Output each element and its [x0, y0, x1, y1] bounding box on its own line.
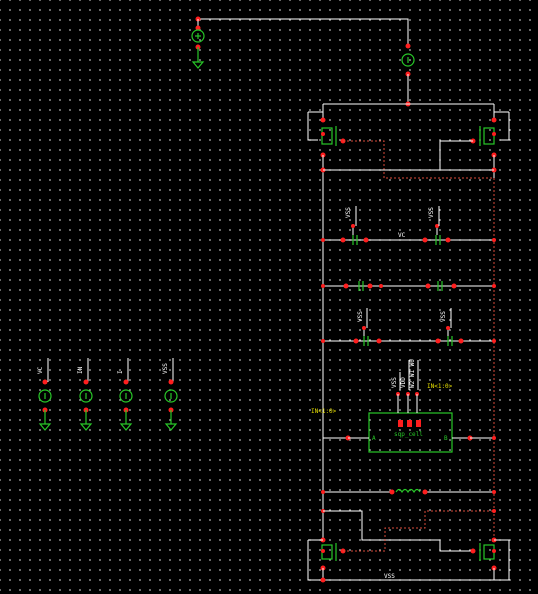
- vss-label: VSS: [357, 311, 364, 322]
- supply-source-i[interactable]: I: [117, 358, 133, 431]
- supply-source-vc[interactable]: VC: [37, 358, 52, 431]
- ground-icon: [191, 61, 205, 69]
- cap-row-3[interactable]: VSS VSS: [321, 308, 496, 346]
- supply-vss-label: VSS: [162, 363, 169, 374]
- vss-bottom-label: VSS: [384, 573, 395, 580]
- pmos-left[interactable]: [307, 111, 494, 179]
- power-rail: [322, 103, 495, 540]
- cell-vdd-label: VDD: [400, 377, 407, 388]
- pmos-icon: [321, 127, 333, 145]
- vc-net-label: VC: [398, 232, 406, 239]
- nmos-left[interactable]: VSS: [307, 509, 494, 583]
- voltage-source-icon: [164, 389, 178, 403]
- supply-i-label: I: [117, 370, 124, 374]
- vss-label: VSS: [345, 207, 352, 218]
- current-source-icon: [401, 53, 415, 67]
- supply-source-vss[interactable]: VSS: [162, 358, 178, 431]
- pin-a-left-label: IN<1:0>: [311, 408, 337, 415]
- voltage-source-icon: [38, 389, 52, 403]
- sqp-cell-instance[interactable]: A B sqp_cell VSS VDD W2 W1 W0 IN<1:0> IN…: [311, 359, 496, 453]
- inductor-icon: [395, 488, 421, 494]
- voltage-source-icon: [79, 389, 93, 403]
- cell-name: sqp_cell: [394, 431, 423, 438]
- cell-pin-a: A: [372, 435, 376, 442]
- supply-in-label: IN: [77, 366, 84, 374]
- supply-wire-top: [198, 18, 409, 46]
- nmos-right[interactable]: [343, 509, 510, 581]
- supply-source-in[interactable]: IN: [77, 358, 93, 431]
- cell-pin-b: B: [444, 435, 448, 442]
- top-voltage-source[interactable]: [191, 16, 409, 69]
- voltage-source-icon: [191, 29, 205, 43]
- ground-icon: [38, 423, 52, 431]
- vss-label: VSS: [428, 207, 435, 218]
- pmos-right[interactable]: [323, 111, 510, 173]
- ground-icon: [79, 423, 93, 431]
- ground-icon: [164, 423, 178, 431]
- top-current-source[interactable]: [401, 43, 415, 107]
- cell-vss-label: VSS: [391, 377, 398, 388]
- cap-row-2[interactable]: [321, 281, 496, 291]
- ground-icon: [119, 423, 133, 431]
- inductor-row[interactable]: [321, 488, 496, 495]
- cell-pins-top: W2 W1 W0: [409, 359, 416, 388]
- voltage-source-icon: [119, 389, 133, 403]
- pmos-icon: [483, 127, 495, 145]
- vss-label: VSS: [440, 311, 447, 322]
- sqp-cell-body: [368, 412, 453, 453]
- cap-row-1[interactable]: VSS VSS VC: [321, 206, 496, 245]
- supply-vc-label: VC: [37, 366, 44, 374]
- pin-b-right-label: IN<1:0>: [427, 383, 453, 390]
